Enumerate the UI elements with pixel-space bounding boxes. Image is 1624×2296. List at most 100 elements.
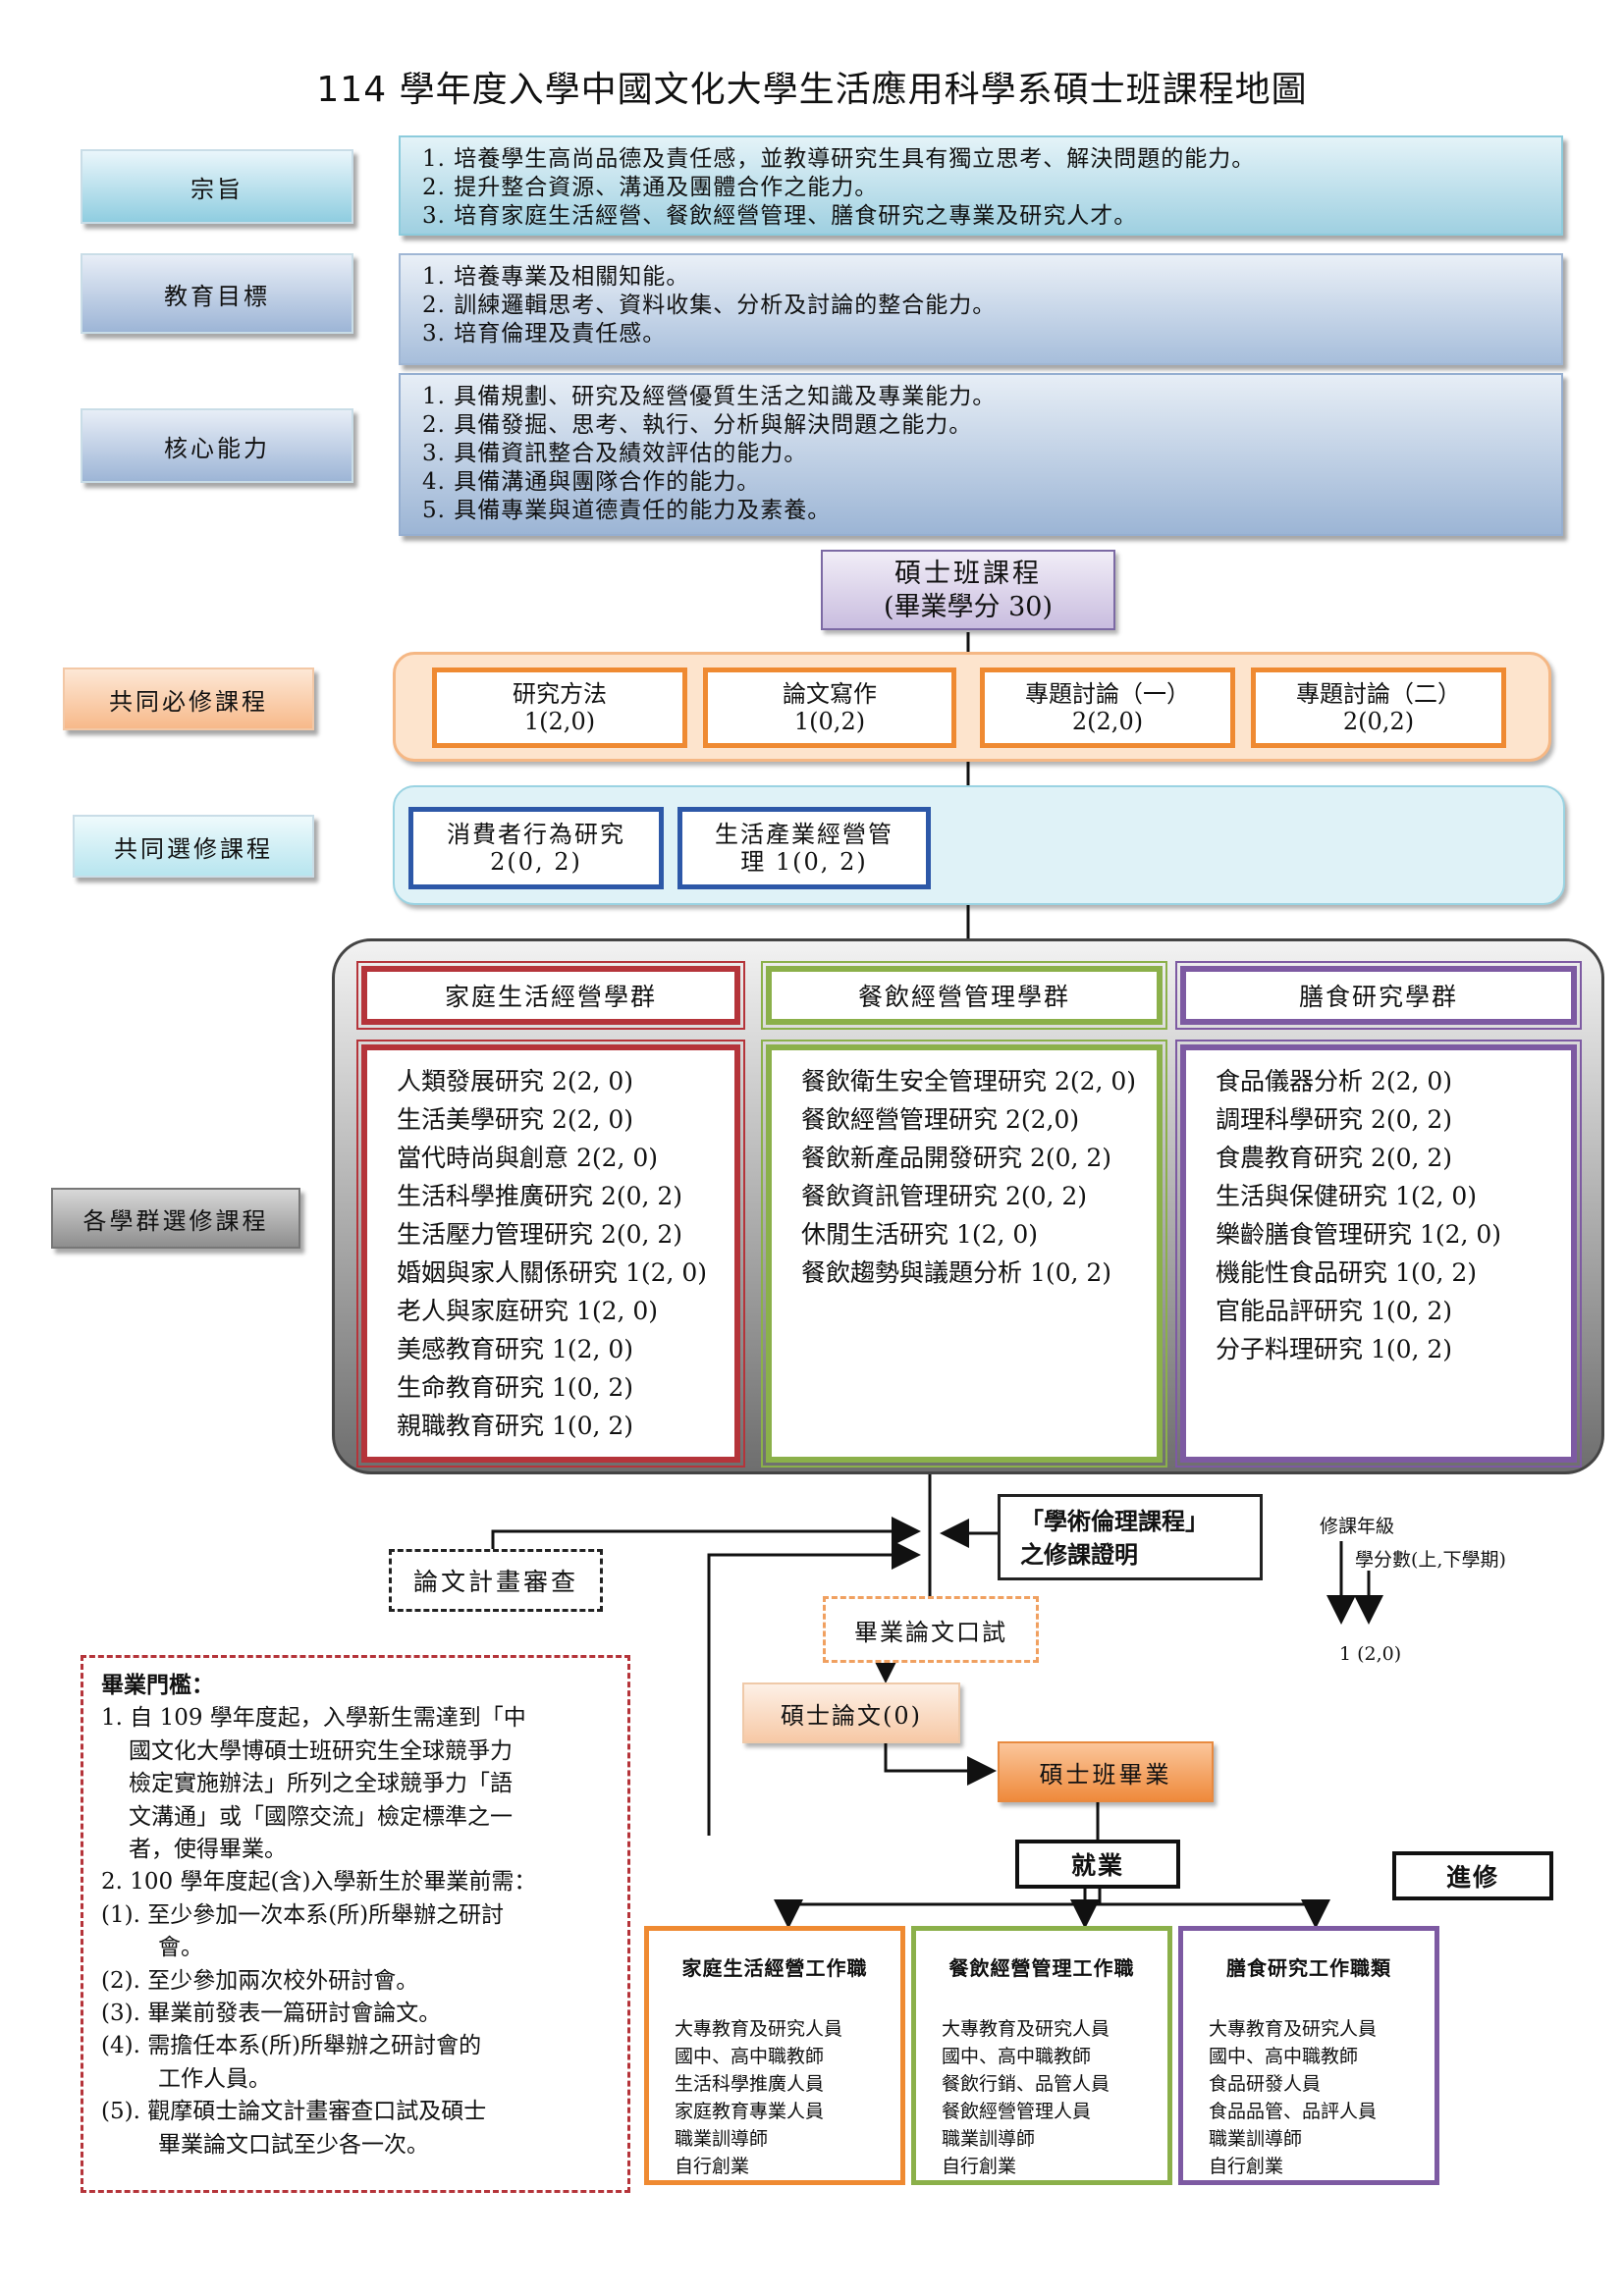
rule-line: 1. 自 109 學年度起，入學新生需達到「中 bbox=[101, 1705, 526, 1732]
career-catering: 餐飲經營管理工作職 大專教育及研究人員 國中、高中職教師 餐飲行銷、品管人員 餐… bbox=[911, 1926, 1172, 2185]
rules-title: 畢業門檻： bbox=[101, 1673, 214, 1698]
group-dietary-header: 膳食研究學群 bbox=[1175, 961, 1582, 1030]
course-item: 美感教育研究 1(2, 0) bbox=[397, 1335, 634, 1363]
group-catering-header: 餐飲經營管理學群 bbox=[761, 961, 1167, 1030]
course-item: 餐飲新產品開發研究 2(0, 2) bbox=[801, 1144, 1112, 1172]
course-item: 餐飲經營管理研究 2(2,0) bbox=[801, 1105, 1080, 1134]
course-item: 生活壓力管理研究 2(0, 2) bbox=[397, 1220, 683, 1249]
job-item: 自行創業 bbox=[1209, 2156, 1284, 2177]
job-item: 食品品管、品評人員 bbox=[1209, 2101, 1378, 2122]
course-name: 消費者行為研究 bbox=[447, 821, 625, 848]
group-elective-label: 各學群選修課程 bbox=[51, 1188, 300, 1249]
objective-item: 1. 培養專業及相關知能。 bbox=[422, 264, 690, 290]
page-title: 114 學年度入學中國文化大學生活應用科學系碩士班課程地圖 bbox=[316, 70, 1308, 110]
rule-line: 文溝通」或「國際交流」檢定標準之一 bbox=[129, 1803, 513, 1830]
group-catering-courses: 餐飲衛生安全管理研究 2(2, 0) 餐飲經營管理研究 2(2,0) 餐飲新產品… bbox=[761, 1040, 1167, 1468]
course-credit: 2(2,0) bbox=[1071, 708, 1144, 735]
proposal-review-box: 論文計畫審查 bbox=[389, 1549, 603, 1612]
course-credit: 2(0,2) bbox=[1342, 708, 1415, 735]
legend-example: 1 (2,0) bbox=[1339, 1643, 1402, 1665]
course-credit: 1(2,0) bbox=[523, 708, 596, 735]
job-item: 職業訓導師 bbox=[675, 2128, 769, 2150]
objectives-panel: 1. 培養專業及相關知能。 2. 訓練邏輯思考、資料收集、分析及討論的整合能力。… bbox=[399, 253, 1563, 365]
course-item: 樂齡膳食管理研究 1(2, 0) bbox=[1216, 1220, 1502, 1249]
job-item: 國中、高中職教師 bbox=[675, 2046, 825, 2067]
job-item: 國中、高中職教師 bbox=[1209, 2046, 1359, 2067]
career-title: 家庭生活經營工作職 bbox=[681, 1955, 868, 1980]
course-item: 機能性食品研究 1(0, 2) bbox=[1216, 1258, 1478, 1287]
competency-item: 2. 具備發掘、思考、執行、分析與解決問題之能力。 bbox=[422, 412, 973, 438]
oral-defense-box: 畢業論文口試 bbox=[823, 1596, 1039, 1663]
rule-line: 畢業論文口試至少各一次。 bbox=[158, 2131, 429, 2158]
rule-line: (1). 至少參加一次本系(所)所舉辦之研討 bbox=[101, 1901, 505, 1928]
course-item: 食農教育研究 2(0, 2) bbox=[1216, 1144, 1453, 1172]
arrow-thesis-to-grad bbox=[884, 1743, 997, 1786]
course-item: 親職教育研究 1(0, 2) bbox=[397, 1412, 634, 1440]
arrow-left-loop bbox=[707, 1540, 921, 1836]
masters-program-box: 碩士班課程 (畢業學分 30) bbox=[821, 550, 1115, 630]
course-item: 老人與家庭研究 1(2, 0) bbox=[397, 1297, 659, 1325]
ethics-course-certificate: 「學術倫理課程」 之修課證明 bbox=[998, 1494, 1263, 1580]
rule-line: (3). 畢業前發表一篇研討會論文。 bbox=[101, 2001, 442, 2027]
common-elective-label: 共同選修課程 bbox=[73, 815, 314, 878]
rule-line: (2). 至少參加兩次校外研討會。 bbox=[101, 1967, 419, 1994]
rule-line: (4). 需擔任本系(所)所舉辦之研討會的 bbox=[101, 2033, 482, 2059]
rule-line: (5). 觀摩碩士論文計畫審查口試及碩士 bbox=[101, 2099, 487, 2125]
further-study-box: 進修 bbox=[1392, 1851, 1553, 1900]
required-label: 共同必修課程 bbox=[63, 667, 314, 730]
job-item: 職業訓導師 bbox=[1209, 2128, 1303, 2150]
graduation-box: 碩士班畢業 bbox=[998, 1741, 1214, 1802]
rule-line: 者，使得畢業。 bbox=[129, 1837, 287, 1863]
career-dietary: 膳食研究工作職類 大專教育及研究人員 國中、高中職教師 食品研發人員 食品品管、… bbox=[1178, 1926, 1439, 2185]
job-item: 生活科學推廣人員 bbox=[675, 2073, 825, 2095]
competency-item: 4. 具備溝通與團隊合作的能力。 bbox=[422, 469, 761, 495]
job-item: 餐飲經營管理人員 bbox=[942, 2101, 1092, 2122]
job-item: 國中、高中職教師 bbox=[942, 2046, 1092, 2067]
ethics-line2: 之修課證明 bbox=[1020, 1541, 1138, 1569]
course-name: 專題討論（一） bbox=[1025, 680, 1190, 708]
course-life-industry-management: 生活產業經營管 理 1(0, 2) bbox=[677, 807, 931, 889]
course-item: 當代時尚與創意 2(2, 0) bbox=[397, 1144, 659, 1172]
competency-item: 5. 具備專業與道德責任的能力及素養。 bbox=[422, 498, 832, 523]
course-item: 人類發展研究 2(2, 0) bbox=[397, 1067, 634, 1095]
course-item: 生活美學研究 2(2, 0) bbox=[397, 1105, 634, 1134]
career-jobs: 大專教育及研究人員 國中、高中職教師 食品研發人員 食品品管、品評人員 職業訓導… bbox=[1183, 2002, 1435, 2180]
objective-item: 2. 訓練邏輯思考、資料收集、分析及討論的整合能力。 bbox=[422, 293, 997, 318]
mission-item: 2. 提升整合資源、溝通及團體合作之能力。 bbox=[422, 175, 879, 200]
group-dietary-courses: 食品儀器分析 2(2, 0) 調理科學研究 2(0, 2) 食農教育研究 2(0… bbox=[1175, 1040, 1582, 1468]
group-family-life-header: 家庭生活經營學群 bbox=[356, 961, 745, 1030]
thesis-box: 碩士論文(0) bbox=[742, 1682, 960, 1743]
career-title: 膳食研究工作職類 bbox=[1226, 1955, 1391, 1980]
course-item: 婚姻與家人關係研究 1(2, 0) bbox=[397, 1258, 708, 1287]
job-item: 大專教育及研究人員 bbox=[675, 2018, 843, 2040]
course-credit: 2(0, 2) bbox=[490, 848, 582, 876]
course-consumer-behavior: 消費者行為研究 2(0, 2) bbox=[408, 807, 664, 889]
rule-line: 工作人員。 bbox=[158, 2065, 271, 2092]
arrow-career-right bbox=[1100, 1899, 1330, 1929]
arrow-career-left bbox=[774, 1889, 1102, 1929]
course-item: 食品儀器分析 2(2, 0) bbox=[1216, 1067, 1453, 1095]
course-thesis-writing: 論文寫作 1(0,2) bbox=[703, 667, 956, 748]
course-seminar-1: 專題討論（一） 2(2,0) bbox=[980, 667, 1235, 748]
job-item: 大專教育及研究人員 bbox=[1209, 2018, 1378, 2040]
objectives-label: 教育目標 bbox=[81, 253, 353, 334]
mission-item: 1. 培養學生高尚品德及責任感，並教導研究生具有獨立思考、解決問題的能力。 bbox=[422, 146, 1256, 172]
competencies-label: 核心能力 bbox=[81, 408, 353, 483]
objective-item: 3. 培育倫理及責任感。 bbox=[422, 321, 667, 347]
job-item: 職業訓導師 bbox=[942, 2128, 1036, 2150]
career-jobs: 大專教育及研究人員 國中、高中職教師 生活科學推廣人員 家庭教育專業人員 職業訓… bbox=[649, 2002, 900, 2180]
job-item: 食品研發人員 bbox=[1209, 2073, 1322, 2095]
job-item: 自行創業 bbox=[942, 2156, 1017, 2177]
rule-line: 會。 bbox=[158, 1935, 203, 1961]
course-item: 調理科學研究 2(0, 2) bbox=[1216, 1105, 1453, 1134]
course-name: 研究方法 bbox=[513, 680, 607, 708]
course-item: 餐飲衛生安全管理研究 2(2, 0) bbox=[801, 1067, 1137, 1095]
employment-box: 就業 bbox=[1015, 1840, 1180, 1889]
job-item: 餐飲行銷、品管人員 bbox=[942, 2073, 1110, 2095]
course-item: 生命教育研究 1(0, 2) bbox=[397, 1373, 634, 1402]
course-name: 論文寫作 bbox=[783, 680, 877, 708]
course-item: 餐飲趨勢與議題分析 1(0, 2) bbox=[801, 1258, 1112, 1287]
course-research-methods: 研究方法 1(2,0) bbox=[432, 667, 687, 748]
job-item: 家庭教育專業人員 bbox=[675, 2101, 825, 2122]
course-item: 生活科學推廣研究 2(0, 2) bbox=[397, 1182, 683, 1210]
